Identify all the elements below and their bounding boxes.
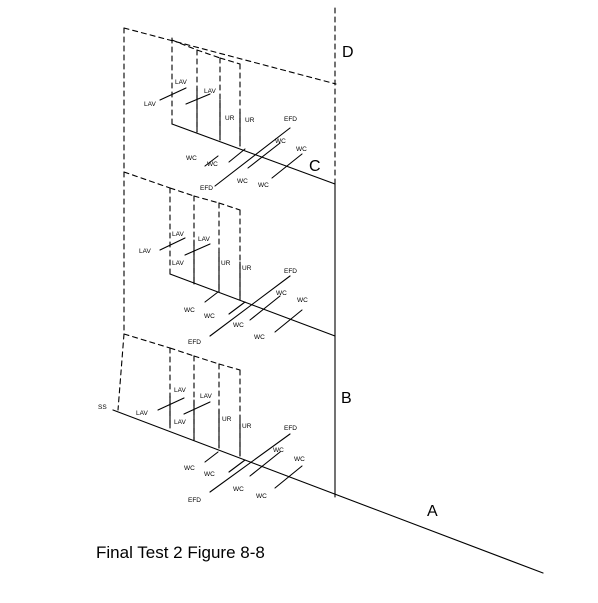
top-lav-label: LAV: [144, 101, 156, 108]
middle-wc-label: WC: [233, 322, 244, 329]
bottom-vent-outline: [123, 333, 171, 349]
middle-efd-label: EFD: [284, 268, 297, 275]
top-wc-label: WC: [258, 182, 269, 189]
bottom-ur-label: UR: [242, 423, 252, 430]
top-wc-label: WC: [207, 161, 218, 168]
top-vent-outline: [196, 49, 221, 59]
middle-wc-arm: [249, 295, 281, 321]
middle-lav-arm: [184, 243, 211, 256]
bottom-lav-label: LAV: [174, 387, 186, 394]
bottom-lav-arm: [157, 397, 185, 411]
middle-lav-label: LAV: [198, 236, 210, 243]
top-vent-outline: [219, 57, 241, 65]
bottom-wc-label: WC: [256, 493, 267, 500]
bottom-wc-arm: [204, 451, 219, 463]
label-c: C: [309, 158, 321, 175]
middle-wc-label: WC: [297, 297, 308, 304]
label-d: D: [342, 44, 354, 61]
top-efd-line: [214, 127, 291, 187]
middle-wc-label: WC: [184, 307, 195, 314]
top-vent-outline: [171, 39, 198, 51]
bottom-wc-label: WC: [233, 486, 244, 493]
top-efd-label: EFD: [200, 185, 213, 192]
middle-wc-label: WC: [204, 313, 215, 320]
middle-ur-label: UR: [221, 260, 231, 267]
middle-lav-label: LAV: [172, 260, 184, 267]
middle-vent-outline: [218, 202, 241, 211]
top-wc-arm: [271, 153, 303, 179]
bottom-wc-label: WC: [294, 456, 305, 463]
top-ur-label: UR: [225, 115, 235, 122]
middle-efd-line: [209, 275, 291, 337]
bottom-vent-outline: [169, 347, 195, 357]
middle-vent-outline: [193, 195, 220, 204]
top-wc-arm: [247, 142, 281, 169]
middle-lav-arm: [159, 237, 186, 251]
bottom-efd-label: EFD: [284, 425, 297, 432]
bottom-vent-outline: [218, 363, 241, 371]
middle-wc-label: WC: [254, 334, 265, 341]
bottom-wc-arm: [274, 465, 303, 489]
top-lav-arm: [185, 93, 211, 105]
middle-lav-label: LAV: [139, 248, 151, 255]
middle-wc-arm: [204, 291, 219, 303]
middle-vent-outline: [169, 187, 195, 197]
middle-wc-arm: [228, 301, 246, 315]
bottom-wc-arm: [249, 451, 281, 477]
middle-vent-outline: [123, 171, 171, 189]
middle-efd-label: EFD: [188, 339, 201, 346]
bottom-efd-line: [209, 433, 291, 493]
bottom-wc-label: WC: [273, 447, 284, 454]
top-wc-arm: [228, 148, 246, 163]
top-ur-label: UR: [245, 117, 255, 124]
top-efd-label: EFD: [284, 116, 297, 123]
figure-caption: Final Test 2 Figure 8-8: [96, 543, 265, 562]
bottom-wc-label: WC: [184, 465, 195, 472]
top-vent-outline: [123, 27, 337, 85]
building-drain-line: [112, 409, 544, 574]
top-branch-line: [171, 123, 336, 185]
bottom-efd-label: EFD: [188, 497, 201, 504]
top-lav-arm: [159, 87, 187, 101]
middle-wc-label: WC: [276, 290, 287, 297]
top-wc-label: WC: [296, 146, 307, 153]
top-lav-label: LAV: [175, 79, 187, 86]
label-a: A: [427, 503, 438, 520]
bottom-lav-arm: [183, 401, 211, 415]
bottom-lav-label: LAV: [136, 410, 148, 417]
bottom-vent-outline: [117, 333, 125, 411]
bottom-lav-label: LAV: [174, 419, 186, 426]
label-ss: SS: [98, 404, 107, 411]
middle-lav-label: LAV: [172, 231, 184, 238]
middle-wc-arm: [274, 309, 303, 333]
bottom-ur-label: UR: [222, 416, 232, 423]
top-wc-label: WC: [186, 155, 197, 162]
bottom-wc-arm: [228, 459, 246, 473]
middle-branch-line: [169, 273, 336, 337]
middle-ur-label: UR: [242, 265, 252, 272]
label-b: B: [341, 390, 352, 407]
top-wc-label: WC: [275, 138, 286, 145]
top-wc-arm: [204, 155, 219, 167]
top-lav-label: LAV: [204, 88, 216, 95]
top-wc-label: WC: [237, 178, 248, 185]
bottom-lav-label: LAV: [200, 393, 212, 400]
bottom-wc-label: WC: [204, 471, 215, 478]
bottom-vent-outline: [193, 355, 220, 365]
